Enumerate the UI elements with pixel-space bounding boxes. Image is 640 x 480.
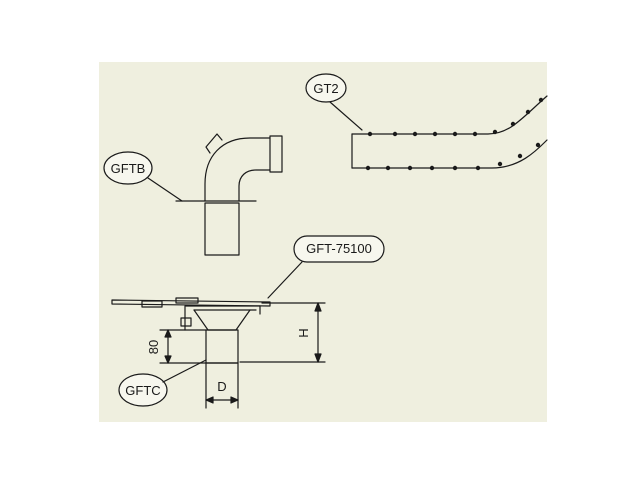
callout-gftb: GFTB: [103, 151, 183, 202]
dimension-80: 80: [146, 329, 207, 364]
dimension-80-label: 80: [146, 340, 161, 354]
gt2-rivets: [365, 97, 544, 171]
callout-gftc-label: GFTC: [125, 383, 160, 398]
dimension-d-label: D: [217, 379, 226, 394]
dimension-h: H: [239, 302, 326, 363]
dimension-d: D: [205, 362, 239, 409]
gftb-elbow: [175, 133, 283, 256]
gt2-hose: [351, 95, 548, 171]
callout-gt2: GT2: [305, 73, 363, 131]
callout-gt2-label: GT2: [313, 81, 338, 96]
gft75100-outlet: [111, 297, 271, 364]
callout-gft75100: GFT-75100: [267, 235, 385, 299]
callout-gftb-label: GFTB: [111, 161, 146, 176]
dimension-h-label: H: [296, 328, 311, 337]
callout-gft75100-label: GFT-75100: [306, 241, 372, 256]
callout-gftc: GFTC: [118, 359, 207, 407]
